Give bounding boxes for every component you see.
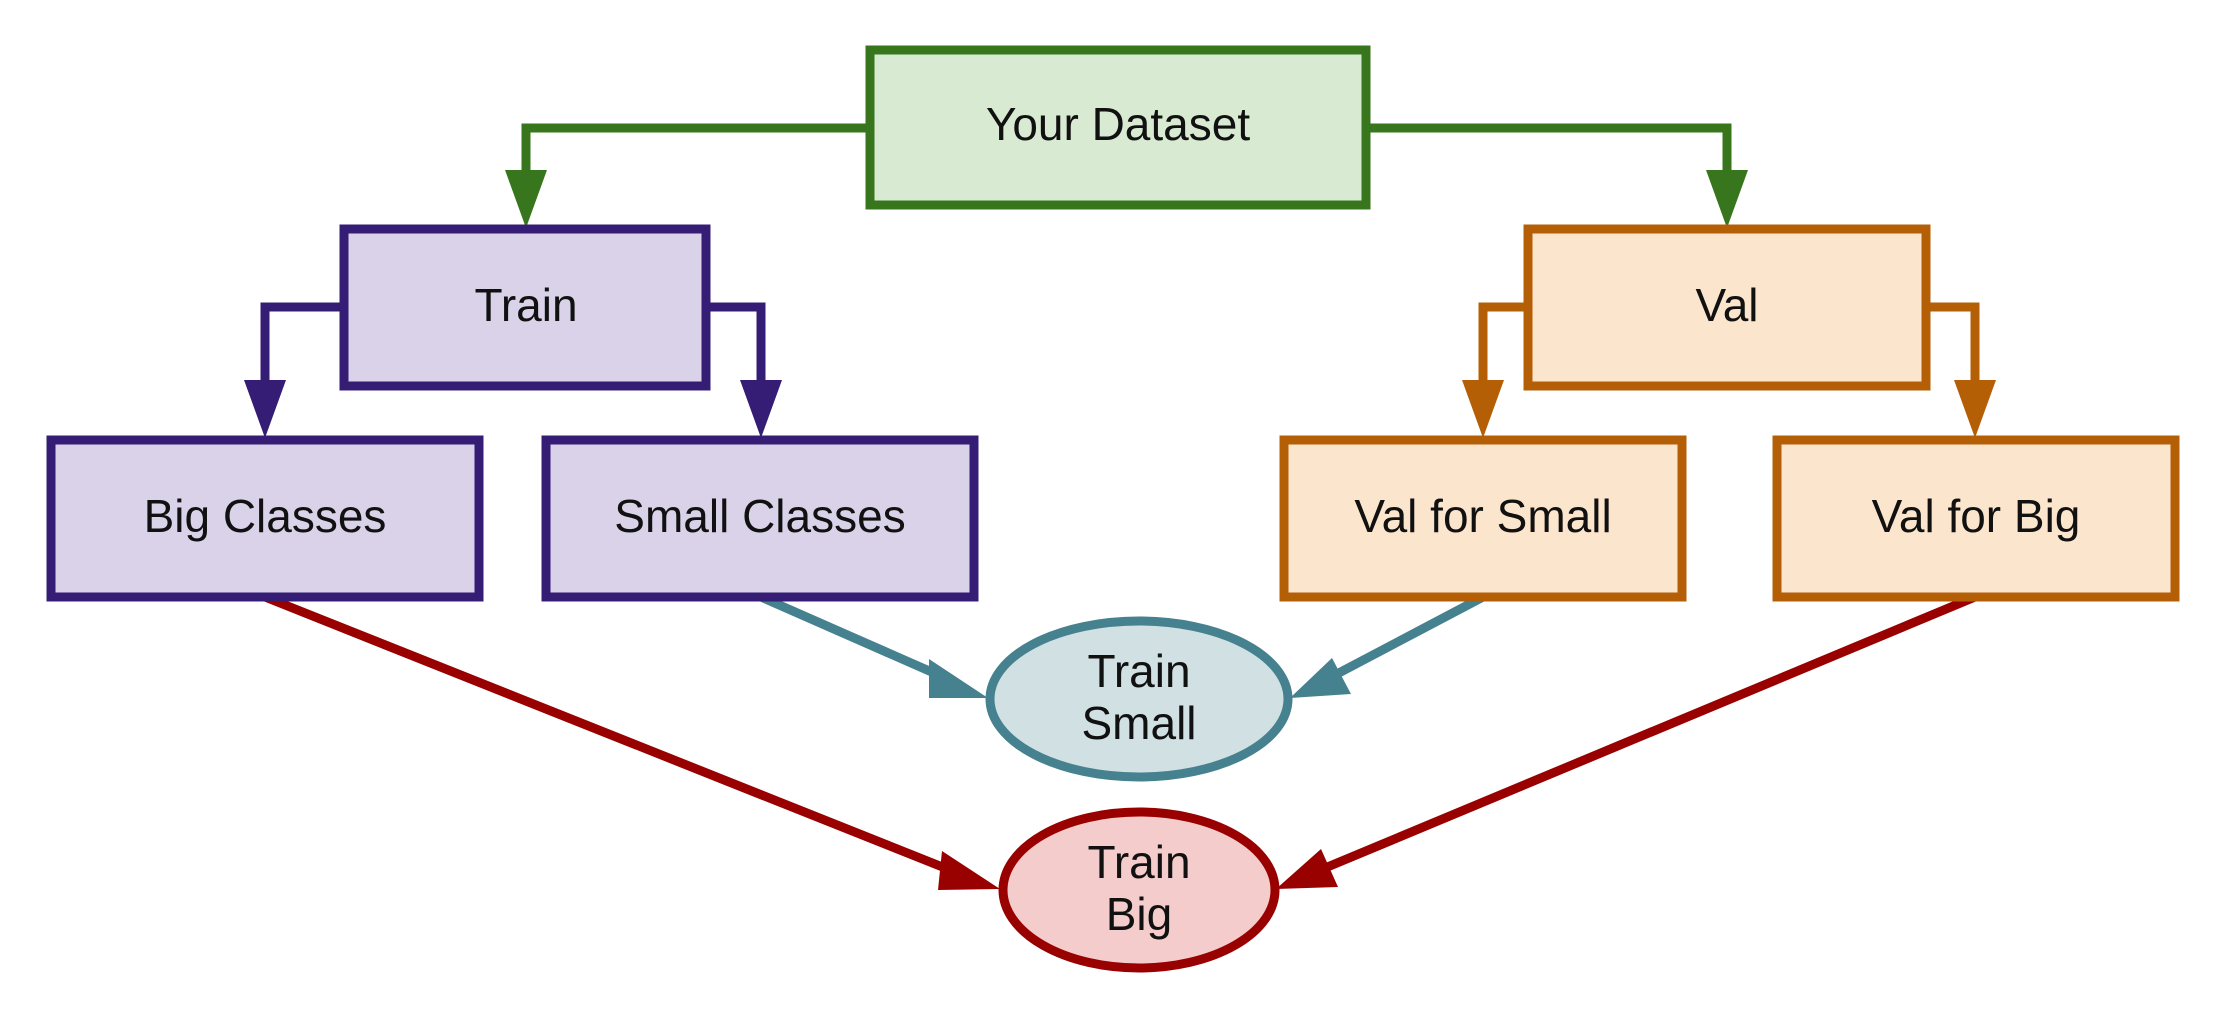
node-val-for-big-label: Val for Big bbox=[1872, 490, 2081, 542]
connector-val-for-small-to-train-small bbox=[1290, 593, 1486, 698]
connector-val-to-val-for-small bbox=[1462, 302, 1528, 438]
node-your-dataset: Your Dataset bbox=[865, 45, 1371, 210]
connector-val-to-val-for-big bbox=[1926, 302, 1996, 438]
node-train-big: Train Big bbox=[998, 807, 1280, 973]
node-val-for-big: Val for Big bbox=[1772, 435, 2180, 602]
connector-big-classes-to-train-big bbox=[263, 592, 1000, 890]
connector-dataset-to-train bbox=[505, 123, 870, 228]
node-val: Val bbox=[1523, 224, 1931, 391]
node-big-classes-label: Big Classes bbox=[144, 490, 387, 542]
node-val-for-small-label: Val for Small bbox=[1354, 490, 1611, 542]
node-train-big-label-line2: Big bbox=[1106, 888, 1172, 940]
node-val-label: Val bbox=[1695, 279, 1758, 331]
node-train-big-label-line1: Train bbox=[1087, 836, 1190, 888]
connector-val-for-big-to-train-big bbox=[1276, 592, 1977, 889]
connector-train-to-big-classes bbox=[244, 302, 344, 438]
node-train-small: Train Small bbox=[985, 616, 1293, 782]
connector-small-classes-to-train-small bbox=[759, 592, 988, 698]
node-val-for-small: Val for Small bbox=[1279, 435, 1687, 602]
node-small-classes: Small Classes bbox=[541, 435, 979, 602]
connector-train-to-small-classes bbox=[706, 302, 782, 438]
node-train: Train bbox=[339, 224, 711, 391]
node-train-small-label-line2: Small bbox=[1081, 697, 1196, 749]
connector-dataset-to-val bbox=[1366, 123, 1748, 228]
node-train-small-label-line1: Train bbox=[1087, 645, 1190, 697]
node-big-classes: Big Classes bbox=[46, 435, 484, 602]
node-small-classes-label: Small Classes bbox=[614, 490, 905, 542]
node-train-label: Train bbox=[474, 279, 577, 331]
node-your-dataset-label: Your Dataset bbox=[986, 98, 1250, 150]
